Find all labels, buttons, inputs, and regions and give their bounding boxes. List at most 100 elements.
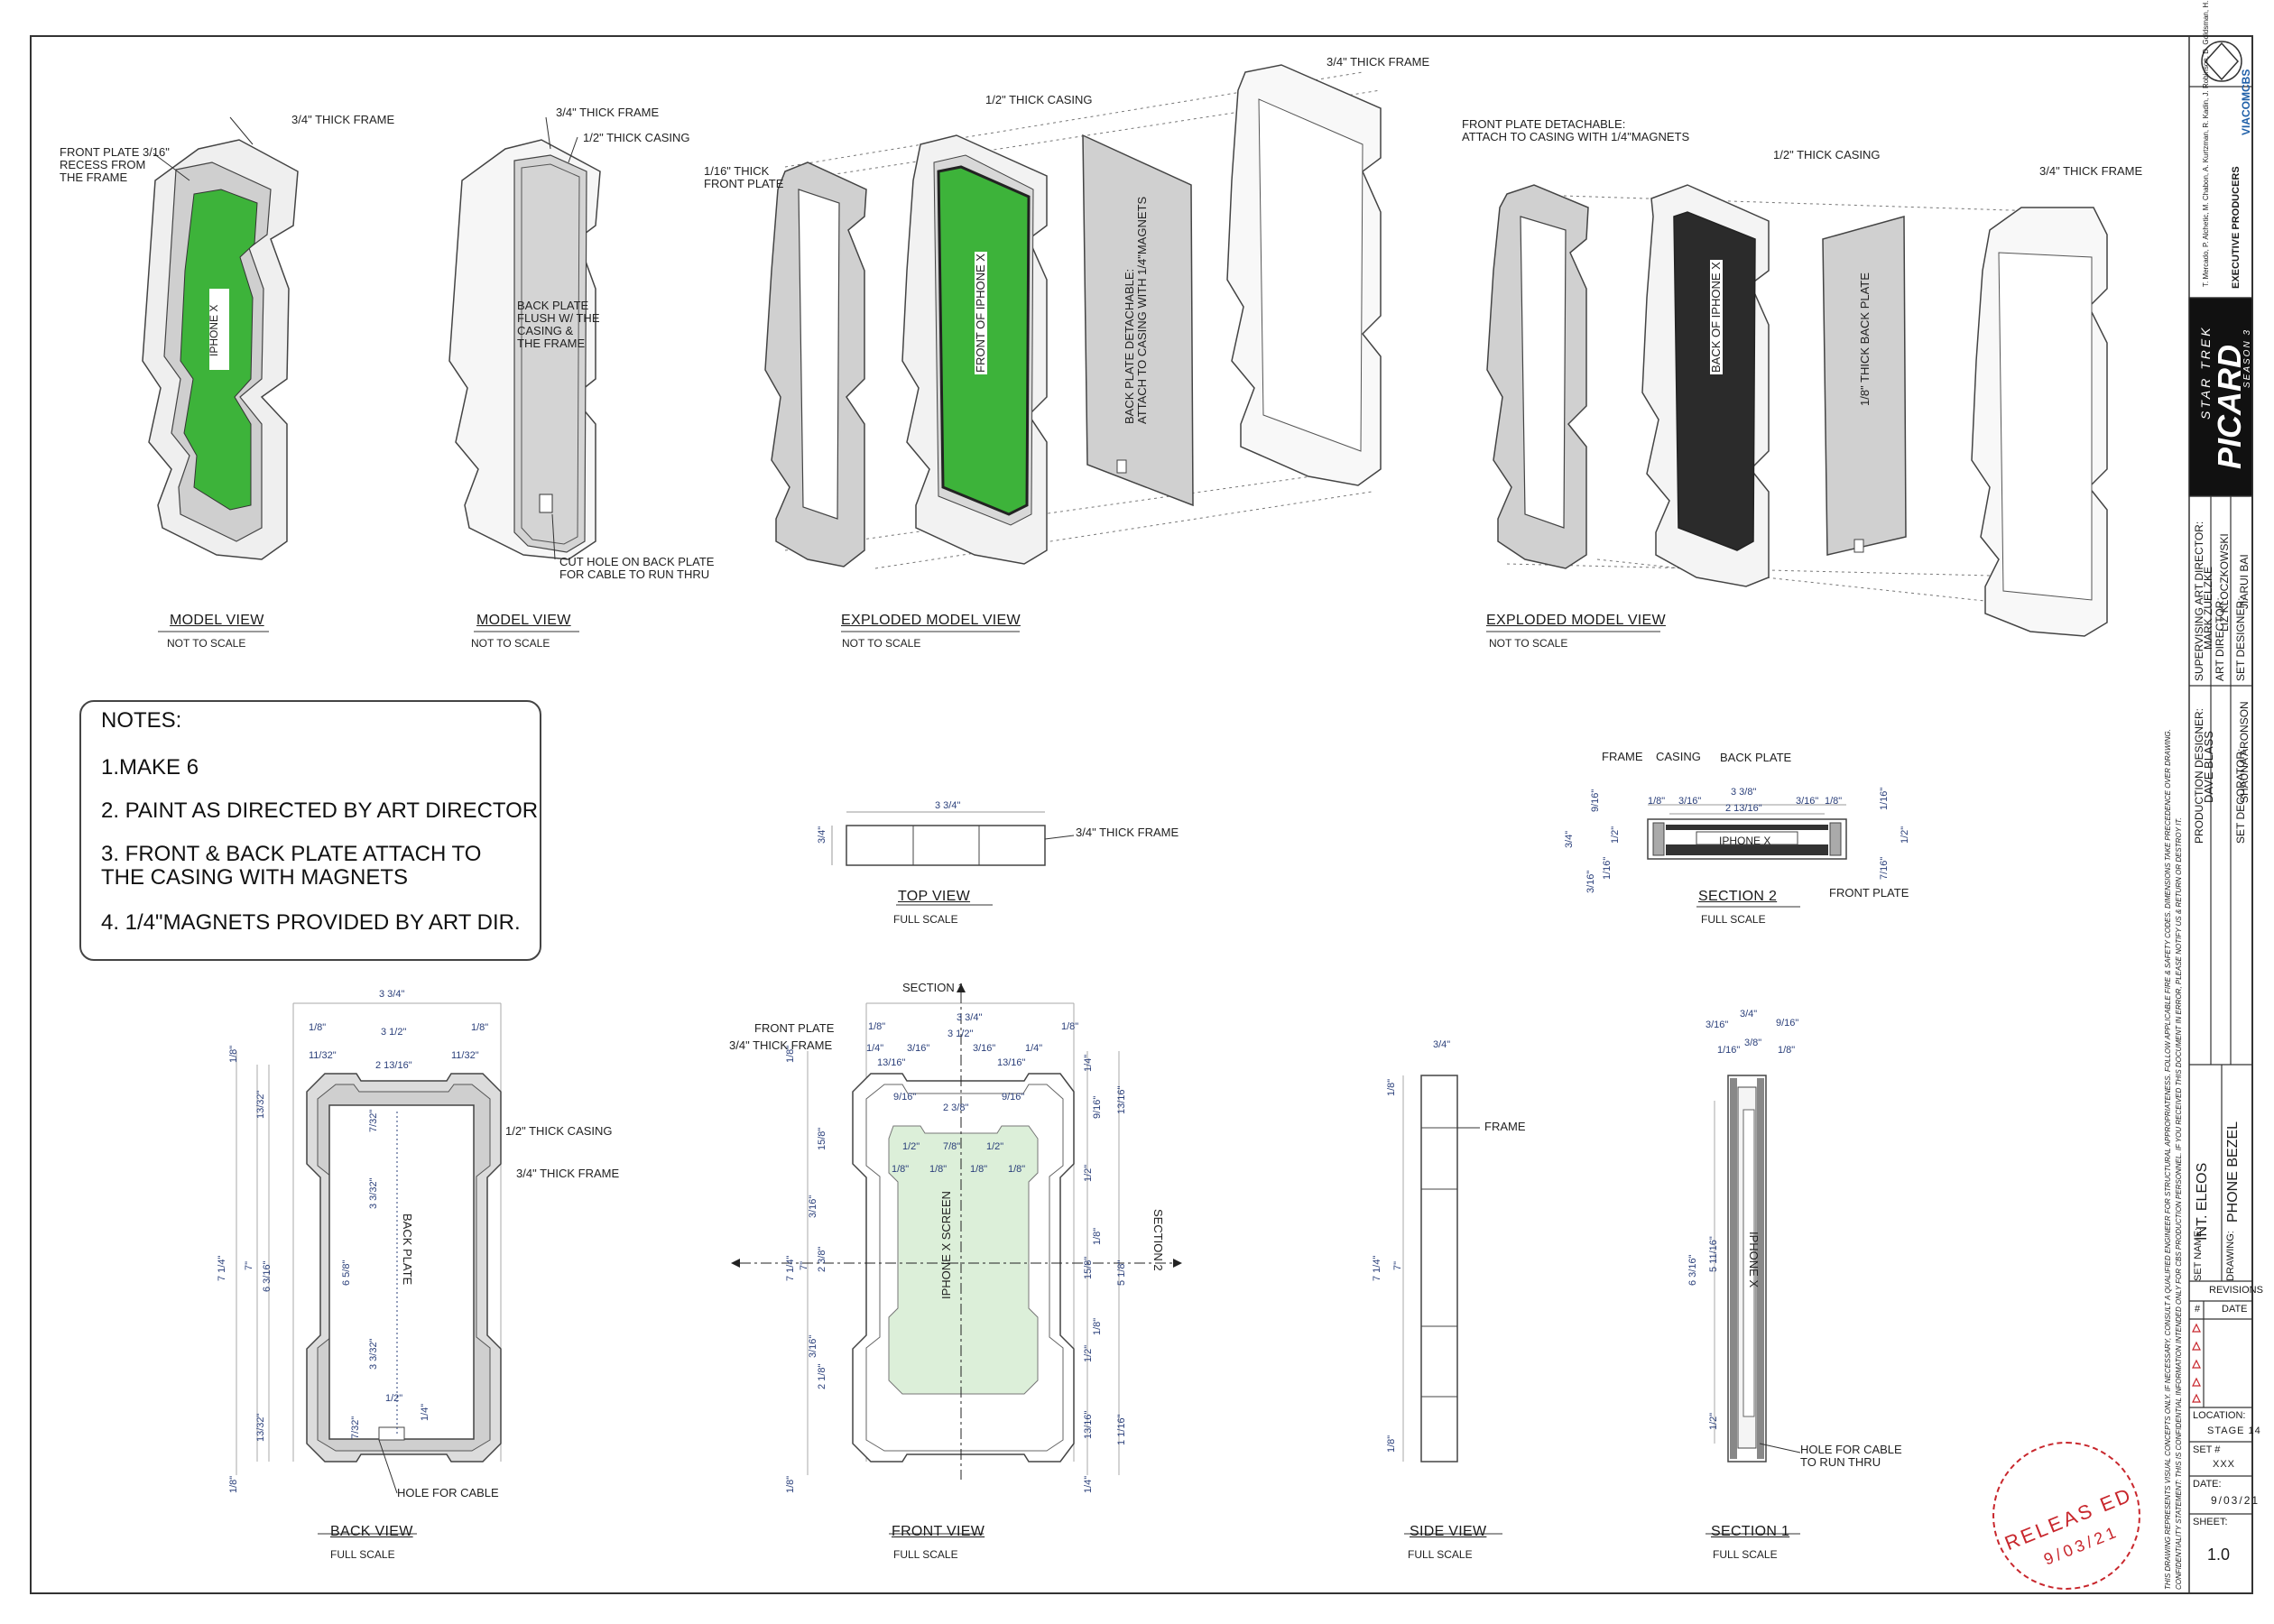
disclaimer-confidentiality: CONFIDENTIALITY STATEMENT: THIS IS CONFI… (2175, 817, 2183, 1590)
view-title: SECTION 2 (1698, 889, 1778, 904)
model-view-2-drawing (448, 116, 601, 632)
dim: 9/16" (1776, 1018, 1799, 1029)
section-1-drawing (1706, 1075, 1801, 1535)
dim: 1/2" (1610, 826, 1621, 844)
set-designer: JIARUI BAI (2238, 554, 2251, 609)
dim: 3 3/4" (935, 800, 961, 811)
revision-triangles (2192, 1323, 2201, 1403)
dim: 1/8" (228, 1475, 239, 1493)
dim: 3 3/32" (368, 1177, 379, 1210)
side-view-drawing (1402, 1075, 1502, 1535)
dim: 5 11/16" (1708, 1236, 1719, 1272)
screen-label: IPHONE X SCREEN (939, 1191, 953, 1299)
model-view-1-drawing (142, 116, 299, 632)
callout-back-plate: BACK PLATE FLUSH W/ THE CASING & THE FRA… (517, 299, 600, 350)
callout-casing: 1/2" THICK CASING (1773, 148, 1881, 161)
view-title: TOP VIEW (898, 889, 971, 904)
dim: 1/8" (785, 1045, 796, 1063)
dim: 1/2" (1083, 1344, 1094, 1362)
dim: 3/16" (1796, 796, 1819, 807)
dim: 3/4" (1564, 830, 1575, 848)
rev-num-label: # (2195, 1304, 2201, 1315)
callout-front-plate: 1/16" THICK FRONT PLATE (704, 164, 784, 190)
front-view-drawing (731, 983, 1182, 1535)
sheet-label: SHEET: (2193, 1517, 2228, 1527)
dim: 1/8" (309, 1022, 327, 1033)
dim: 1/4" (1083, 1475, 1094, 1493)
dim: 7/32" (350, 1416, 361, 1439)
dim: 3 1/2" (381, 1027, 407, 1038)
callout-hole: HOLE FOR CABLE TO RUN THRU (1800, 1443, 1902, 1469)
dim: 3/16" (808, 1334, 818, 1358)
callout-casing: 1/2" THICK CASING (505, 1124, 613, 1138)
dim: 13/16" (877, 1057, 906, 1068)
view-scale: FULL SCALE (1408, 1548, 1473, 1561)
dim: 3/4" (1740, 1009, 1758, 1020)
title-block-lines (2188, 86, 2253, 1515)
dim: 1/8" (929, 1164, 948, 1175)
dim: 1/2" (986, 1141, 1004, 1152)
dim: 9/16" (893, 1092, 917, 1103)
dim: 7 1/4" (217, 1255, 227, 1281)
sup-art-director: MARK ZUELZKE (2202, 566, 2214, 650)
dim: 3/16" (1585, 870, 1596, 893)
dim: 3/4" (1433, 1039, 1451, 1050)
dim: 1/2" (1900, 826, 1910, 844)
dim: 2 1/8" (817, 1363, 827, 1389)
label-frame: FRAME (1602, 750, 1643, 763)
section-marker: SECTION 2 (1151, 1209, 1165, 1271)
view-scale: NOT TO SCALE (842, 637, 921, 650)
dim: 3 1/2" (948, 1029, 974, 1039)
dim: 7/16" (1879, 856, 1890, 880)
set-name: INT. ELEOS (2195, 1162, 2210, 1241)
dim: 9/16" (1002, 1092, 1025, 1103)
dim: 1/4" (1025, 1043, 1043, 1054)
set-num: XXX (2213, 1459, 2236, 1470)
dim: 11/32" (309, 1050, 337, 1061)
dim: 1/8" (1386, 1435, 1397, 1453)
note-item: 1.MAKE 6 (101, 755, 199, 780)
dim: 3/8" (1744, 1038, 1762, 1048)
view-scale: FULL SCALE (1713, 1548, 1778, 1561)
dim: 1/8" (1008, 1164, 1026, 1175)
dim: 1/2" (1083, 1164, 1094, 1182)
callout-frame: 3/4" THICK FRAME (516, 1167, 620, 1180)
date-label: DATE: (2193, 1479, 2222, 1490)
view-scale: NOT TO SCALE (1489, 637, 1568, 650)
sheet-number: 1.0 (2207, 1546, 2231, 1564)
show-season: SEASON 3 (2242, 328, 2252, 388)
view-scale: FULL SCALE (1701, 913, 1766, 926)
dim: 13/16" (1116, 1085, 1127, 1114)
disclaimer: THIS DRAWING REPRESENTS VISUAL CONCEPTS … (2164, 729, 2172, 1590)
released-stamp (1992, 1442, 2140, 1590)
notes-box: NOTES: 1.MAKE 6 2. PAINT AS DIRECTED BY … (79, 700, 541, 961)
callout-frame: 3/4" THICK FRAME (1326, 55, 1430, 69)
dim: 3 3/4" (379, 989, 405, 1000)
note-item: 4. 1/4"MAGNETS PROVIDED BY ART DIR. (101, 910, 521, 935)
prod-designer: DAVE BLASS (2202, 731, 2215, 803)
label-back-plate: BACK PLATE (401, 1213, 414, 1286)
brand-logo-text: VIACOMCBS (2240, 69, 2252, 135)
callout-frame: 3/4" THICK FRAME (1076, 826, 1179, 839)
phone-label: BACK OF IPHONE X (1709, 260, 1723, 374)
dim: 1 1/16" (1116, 1414, 1127, 1446)
dim: 1/8" (868, 1021, 886, 1032)
callout-front-plate: FRONT PLATE (754, 1021, 835, 1035)
view-title: MODEL VIEW (476, 613, 571, 628)
dim: 3/16" (808, 1195, 818, 1218)
phone-label: FRONT OF IPHONE X (974, 252, 987, 374)
dim: 7" (799, 1260, 809, 1270)
label-frame: FRAME (1484, 1120, 1526, 1133)
view-scale: FULL SCALE (893, 1548, 958, 1561)
dim: 6 3/16" (1687, 1254, 1698, 1287)
dim: 1/8" (1061, 1021, 1079, 1032)
view-scale: FULL SCALE (330, 1548, 395, 1561)
dim: 1/16" (1602, 856, 1613, 880)
location-label: LOCATION: (2193, 1410, 2246, 1421)
view-title: EXPLODED MODEL VIEW (841, 613, 1021, 628)
callout-frame: 3/4" THICK FRAME (291, 113, 395, 126)
section-marker: SECTION 1 (902, 981, 965, 994)
dim: 1/8" (228, 1045, 239, 1063)
dim: 1/4" (1083, 1054, 1094, 1072)
dim: 1/16" (1879, 787, 1890, 810)
